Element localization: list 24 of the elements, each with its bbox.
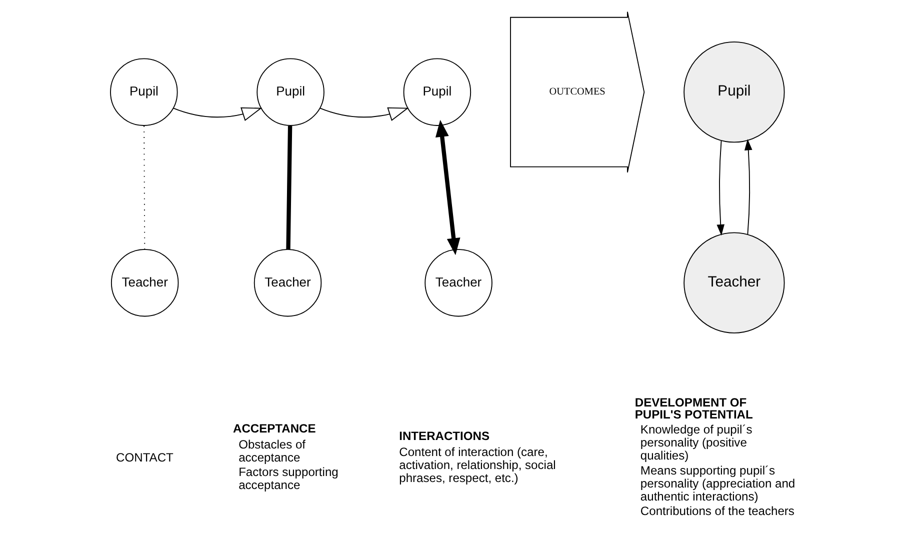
connector bbox=[286, 126, 292, 250]
label: DEVELOPMENT OF PUPIL'S POTENTIAL bbox=[634, 396, 753, 422]
node-circle: Teacher bbox=[254, 248, 322, 317]
node-circle: Teacher bbox=[110, 248, 179, 317]
label: Content of interaction (care, activation, relationship, social phrases, respect, etc.) bbox=[399, 444, 556, 485]
node-circle: Teacher bbox=[684, 232, 785, 334]
label: CONTACT bbox=[116, 450, 174, 464]
node-circle: Pupil bbox=[403, 58, 472, 126]
node-circle: Pupil bbox=[110, 58, 178, 126]
label: Factors supporting acceptance bbox=[238, 465, 338, 492]
label: INTERACTIONS bbox=[399, 429, 490, 444]
node-circle: Teacher bbox=[424, 248, 492, 317]
node-circle: Pupil bbox=[256, 58, 324, 126]
label: Knowledge of pupil´s personality (positive qualities) bbox=[640, 422, 752, 463]
arrow bbox=[435, 120, 460, 256]
label: Obstacles of acceptance bbox=[238, 437, 306, 464]
arrow bbox=[744, 139, 752, 235]
arrow bbox=[716, 140, 724, 236]
label: Contributions of the teachers bbox=[640, 504, 794, 518]
arrow bbox=[172, 107, 262, 121]
label: Means supporting pupil´s personality (appreciation and authentic interactions) bbox=[640, 463, 796, 504]
node-circle: Pupil bbox=[684, 42, 785, 143]
label: ACCEPTANCE bbox=[233, 422, 316, 436]
arrow bbox=[320, 107, 409, 121]
